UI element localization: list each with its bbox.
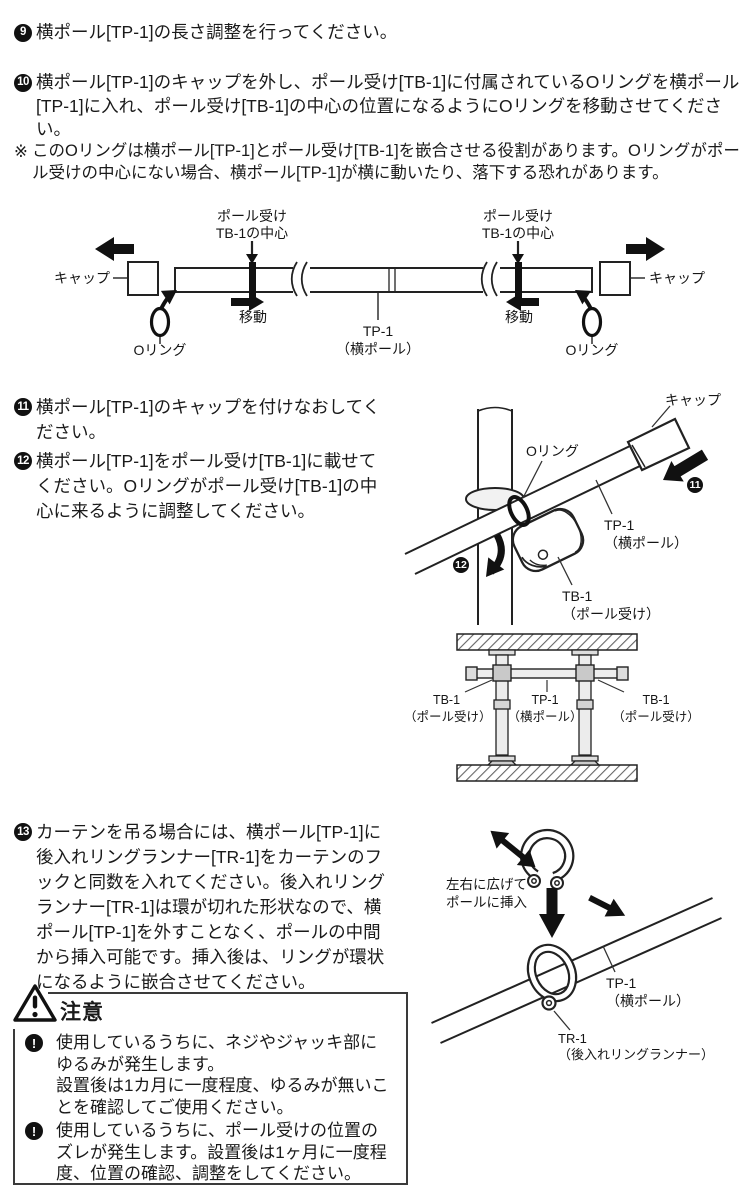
cap-left: [465, 666, 478, 681]
runner-tab: [541, 995, 557, 1011]
label-cap: キャップ: [665, 392, 721, 408]
tp1-pole-shape: [405, 446, 640, 574]
step-12: 12 横ポール[TP-1]をポール受け[TB-1]に載せてください。Oリングがポ…: [14, 449, 388, 524]
label-move-left: 移動: [239, 309, 267, 325]
step-10: 10 横ポール[TP-1]のキャップを外し、ポール受け[TB-1]に付属されてい…: [14, 71, 742, 142]
step-12-text: 横ポール[TP-1]をポール受け[TB-1]に載せてください。Oリングがポール受…: [36, 451, 378, 521]
step-9-number-badge: 9: [14, 24, 32, 42]
arrow-spread: [490, 830, 536, 868]
step-11-number-badge: 11: [14, 398, 32, 416]
label-cap-left: キャップ: [54, 270, 110, 286]
label-tb1-left: TB-1 （ポール受け）: [404, 693, 492, 724]
caution-item-1-line-1: 使用しているうちに、ネジやジャッキ部にゆるみが発生します。: [56, 1033, 378, 1074]
step-9-text: 横ポール[TP-1]の長さ調整を行ってください。: [36, 22, 398, 42]
label-tp1: TP-1 （横ポール）: [606, 975, 690, 1009]
arrow-step11: [663, 449, 709, 482]
step-12-number-badge: 12: [14, 452, 32, 470]
exclamation-circle-icon: !: [25, 1122, 43, 1140]
badge-12: 12: [453, 557, 469, 573]
label-tp1: TP-1 （横ポール）: [604, 517, 688, 551]
label-move-right: 移動: [505, 309, 533, 325]
arrow-close: [588, 894, 626, 917]
note-text: このOリングは横ポール[TP-1]とポール受け[TB-1]を嵌合させる役割があり…: [32, 142, 740, 182]
caution-item-1-line-2: 設置後は1カ月に一度程度、ゆるみが無いことを確認してご使用ください。: [56, 1076, 389, 1117]
step-10-number-badge: 10: [14, 74, 32, 92]
label-tb1: TB-1 （ポール受け）: [562, 588, 660, 622]
caution-border-left: [13, 1029, 15, 1185]
receiver-cup: [511, 507, 585, 573]
cap-left-shape: [127, 261, 159, 296]
label-cap-right: キャップ: [649, 270, 705, 286]
arrows: [95, 237, 665, 311]
cap-shape: [626, 417, 691, 472]
label-insert-hint: 左右に広げて ポールに挿入: [446, 877, 527, 910]
diagram-installed: TB-1 （ポール受け） TP-1 （横ポール） TB-1 （ポール受け）: [400, 628, 750, 808]
diagram-pole-adjust-drawing: [95, 237, 665, 344]
caution-box: 注意 ! 使用しているうちに、ネジやジャッキ部にゆるみが発生します。 設置後は1…: [13, 984, 408, 1185]
warning-triangle-icon: [13, 984, 57, 1022]
arrow-move-left: [506, 293, 539, 311]
caution-title: 注意: [60, 1001, 104, 1024]
ceiling: [456, 633, 638, 651]
o-ring-shape: [507, 495, 531, 527]
cap-right-shape: [599, 261, 631, 296]
arrow-insert-down: [539, 888, 565, 938]
caution-border-right: [406, 992, 408, 1185]
diagram-mount: キャップ Oリング TP-1 （横ポール） TB-1 （ポール受け） 11 12: [400, 385, 750, 625]
label-oring-left: Oリング: [133, 342, 187, 358]
arrow-extend-left: [95, 237, 134, 261]
arrow-move-right: [231, 293, 264, 311]
diagram-runner-drawing: [431, 828, 722, 1044]
tb1-center-mark-left: [249, 262, 256, 298]
note: ※ このOリングは横ポール[TP-1]とポール受け[TB-1]を嵌合させる役割が…: [14, 140, 740, 184]
diagram-installed-drawing: [456, 633, 638, 782]
label-tp1-pole: TP-1 （横ポール）: [336, 323, 420, 357]
label-oring-right: Oリング: [565, 342, 619, 358]
caution-item-1: ! 使用しているうちに、ネジやジャッキ部にゆるみが発生します。 設置後は1カ月に…: [25, 1032, 400, 1118]
diagram-runner: 左右に広げて ポールに挿入 TP-1 （横ポール） TR-1 （後入れリングラン…: [400, 815, 750, 1065]
caution-border-top: [48, 992, 408, 994]
o-ring-left-shape: [149, 306, 171, 338]
step-9: 9 横ポール[TP-1]の長さ調整を行ってください。: [14, 21, 724, 45]
arrow-extend-right: [626, 237, 665, 261]
caution-item-2: ! 使用しているうちに、ポール受けの位置のズレが発生します。設置後は1ヶ月に一度…: [25, 1120, 400, 1185]
label-tr1: TR-1 （後入れリングランナー）: [558, 1031, 715, 1062]
tp1-pole-shape: [431, 898, 722, 1043]
badge-11: 11: [687, 477, 703, 493]
label-tb1-center-left: ポール受け TB-1の中心: [215, 208, 289, 241]
diagram-pole-adjust: ポール受け TB-1の中心 ポール受け TB-1の中心 キャップ キャップ 移動…: [0, 205, 750, 370]
step-10-text: 横ポール[TP-1]のキャップを外し、ポール受け[TB-1]に付属されているOリ…: [36, 72, 740, 139]
exclamation-circle-icon: !: [25, 1034, 43, 1052]
cap-right: [616, 666, 629, 681]
junction-left: [492, 664, 512, 682]
step-11: 11 横ポール[TP-1]のキャップを付けなおしてください。: [14, 395, 388, 445]
diagram-mount-drawing: [404, 405, 709, 625]
junction-right: [575, 664, 595, 682]
label-tb1-right: TB-1 （ポール受け）: [612, 693, 700, 724]
label-oring: Oリング: [526, 443, 579, 459]
note-marker: ※: [14, 143, 28, 161]
caution-item-2-line-1: 使用しているうちに、ポール受けの位置のズレが発生します。設置後は1ヶ月に一度程度…: [56, 1121, 387, 1183]
step-13: 13 カーテンを吊る場合には、横ポール[TP-1]に後入れリングランナー[TR-…: [14, 820, 388, 995]
floor: [456, 764, 638, 782]
caution-border-bottom: [13, 1183, 408, 1185]
step-13-text: カーテンを吊る場合には、横ポール[TP-1]に後入れリングランナー[TR-1]を…: [36, 822, 385, 992]
step-11-text: 横ポール[TP-1]のキャップを付けなおしてください。: [36, 397, 381, 442]
step-13-number-badge: 13: [14, 823, 32, 841]
label-tp1-center: TP-1 （横ポール）: [507, 693, 583, 724]
tb1-center-mark-right: [515, 262, 522, 298]
label-tb1-center-right: ポール受け TB-1の中心: [481, 208, 555, 241]
o-ring-right-shape: [581, 306, 603, 338]
